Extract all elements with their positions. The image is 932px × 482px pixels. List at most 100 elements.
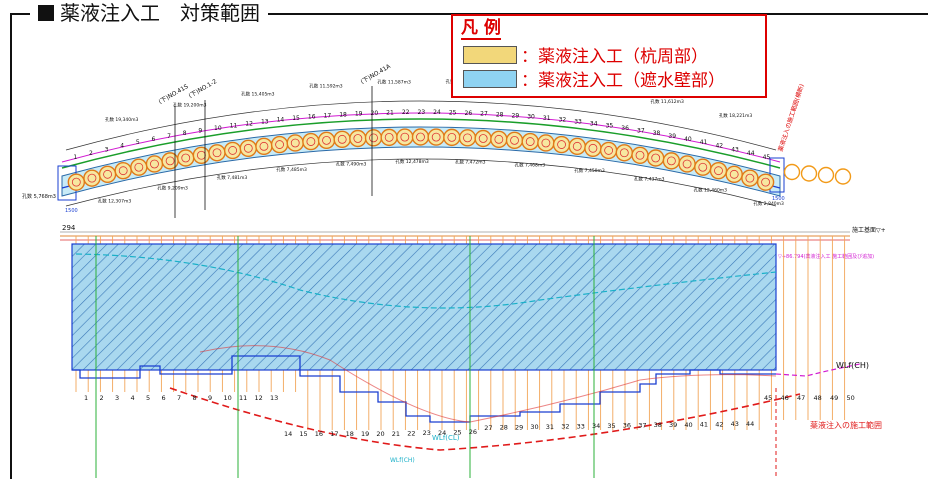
plan-pile-core [431, 132, 441, 142]
plan-bottom-note: 孔数 12,460m3 [694, 186, 728, 193]
plan-pile [552, 135, 571, 154]
plan-pile-core [557, 140, 566, 149]
plan-pile [458, 129, 477, 147]
drawing-title-text: 薬液注入工 対策範囲 [60, 1, 260, 25]
section-pile-number: 12 [255, 394, 263, 402]
section-pile-number: 29 [515, 423, 523, 431]
plan-pile-number: 24 [433, 109, 441, 116]
plan-pile-core [619, 148, 629, 158]
legend-label-pile: ：薬液注入工（杭周部） [521, 47, 708, 67]
plan-pile-number: 39 [668, 133, 676, 140]
plan-pile-number: 33 [574, 118, 582, 125]
wl-low-label: WLf(CH) [390, 457, 415, 464]
plan-pile-number: 16 [308, 114, 316, 121]
plan-pile-core [103, 169, 112, 179]
sta-label-1: (下)NO.41S [158, 83, 190, 106]
plan-pile-number: 19 [355, 110, 363, 117]
plan-pile-number: 28 [496, 111, 504, 118]
plan-pile-core [682, 159, 692, 169]
plan-pile-core [259, 141, 269, 151]
section-pile-number: 17 [330, 430, 338, 438]
section-pile-number: 41 [700, 421, 708, 429]
plan-pile [333, 130, 351, 149]
plan-pile-number: 42 [715, 143, 723, 150]
section-pile-number: 14 [284, 430, 292, 438]
sta-label-2: (下)NO.1-2 [188, 78, 219, 100]
section-pile-number: 46 [781, 394, 789, 402]
plan-pile-number: 37 [637, 127, 645, 134]
section-pile-number: 22 [407, 429, 415, 437]
section-green-lines [95, 236, 595, 478]
plan-pile-number: 40 [684, 136, 692, 143]
plan-pile [568, 137, 586, 156]
section-top-level: 294 [62, 224, 76, 232]
plan-pile-core [369, 133, 378, 143]
plan-pile-number: 7 [167, 133, 171, 140]
plan-pile [756, 173, 775, 191]
plan-pile [678, 155, 696, 173]
section-pile-number: 32 [561, 423, 569, 431]
plan-pile-number: 2 [89, 150, 93, 157]
section-pile-number: 16 [315, 430, 323, 438]
wall-injection-area [71, 243, 777, 371]
plan-pile-number: 31 [543, 115, 551, 122]
plan-pile [741, 169, 759, 187]
section-pile-number: 15 [299, 430, 307, 438]
plan-pile-core [400, 132, 410, 142]
legend-item-pile: ：薬液注入工（杭周部） [463, 46, 708, 68]
plan-top-note: 孔数 19,200m3 [173, 101, 207, 108]
section-pile-number: 8 [193, 394, 197, 402]
plan-pile [83, 169, 101, 187]
section-pile-number: 19 [361, 430, 369, 438]
plan-extra-pile [817, 166, 835, 184]
plan-pile-core [134, 162, 144, 172]
section-pile-number: 33 [577, 422, 585, 430]
plan-pile [364, 129, 383, 147]
plan-pile-core [604, 146, 614, 155]
plan-pile [631, 146, 649, 164]
wl-right-label: WLf(CH) [836, 361, 869, 370]
plan-pile [255, 137, 273, 156]
plan-pile-number: 36 [621, 125, 629, 132]
plan-green-line [61, 118, 781, 169]
plan-pile [130, 158, 148, 176]
plan-pile [474, 129, 492, 148]
plan-pile-number: 32 [559, 117, 567, 124]
plan-pile-core [87, 173, 97, 183]
plan-pile [270, 135, 289, 154]
legend-label-wall: ：薬液注入工（遮水壁部） [521, 71, 725, 91]
section-pile-number: 7 [177, 394, 181, 402]
plan-bottom-note: 孔数 12,307m3 [98, 198, 132, 205]
plan-pile-core [306, 137, 316, 146]
plan-pile [223, 141, 242, 160]
plan-pile-number: 23 [418, 109, 426, 116]
plan-pile-core [541, 138, 551, 148]
plan-pile [177, 149, 195, 167]
plan-bottom-note: 孔数 7,472m3 [455, 158, 486, 165]
legend-title: 凡 例 [461, 18, 501, 40]
section-view: 294 施工基面▽+ ▽+86.794(薬液注入工 施工範囲及び追加) WLf(… [60, 224, 886, 478]
legend-swatch-wall [463, 70, 517, 88]
plan-pile [192, 146, 211, 164]
plan-pile-core [525, 137, 535, 146]
section-pile-number: 42 [715, 420, 723, 428]
plan-pile [286, 134, 304, 152]
wl-mid-label: WLf(CL) [432, 434, 460, 442]
section-pile-number: 36 [623, 422, 631, 430]
plan-pile-core [275, 140, 284, 149]
section-pile-number: 3 [115, 394, 119, 402]
plan-pile [161, 152, 179, 170]
plan-pile [537, 134, 555, 152]
plan-pile-number: 44 [747, 150, 755, 157]
section-pile-number: 5 [146, 394, 150, 402]
plan-pile [239, 139, 257, 157]
plan-pile [646, 149, 665, 167]
section-pile-number: 23 [423, 429, 431, 437]
plan-top-note: 孔数 11,587m3 [377, 79, 411, 86]
plan-pile-core [666, 156, 676, 166]
plan-pile [709, 161, 728, 180]
plan-pile [443, 128, 461, 147]
plan-pile [67, 173, 86, 191]
